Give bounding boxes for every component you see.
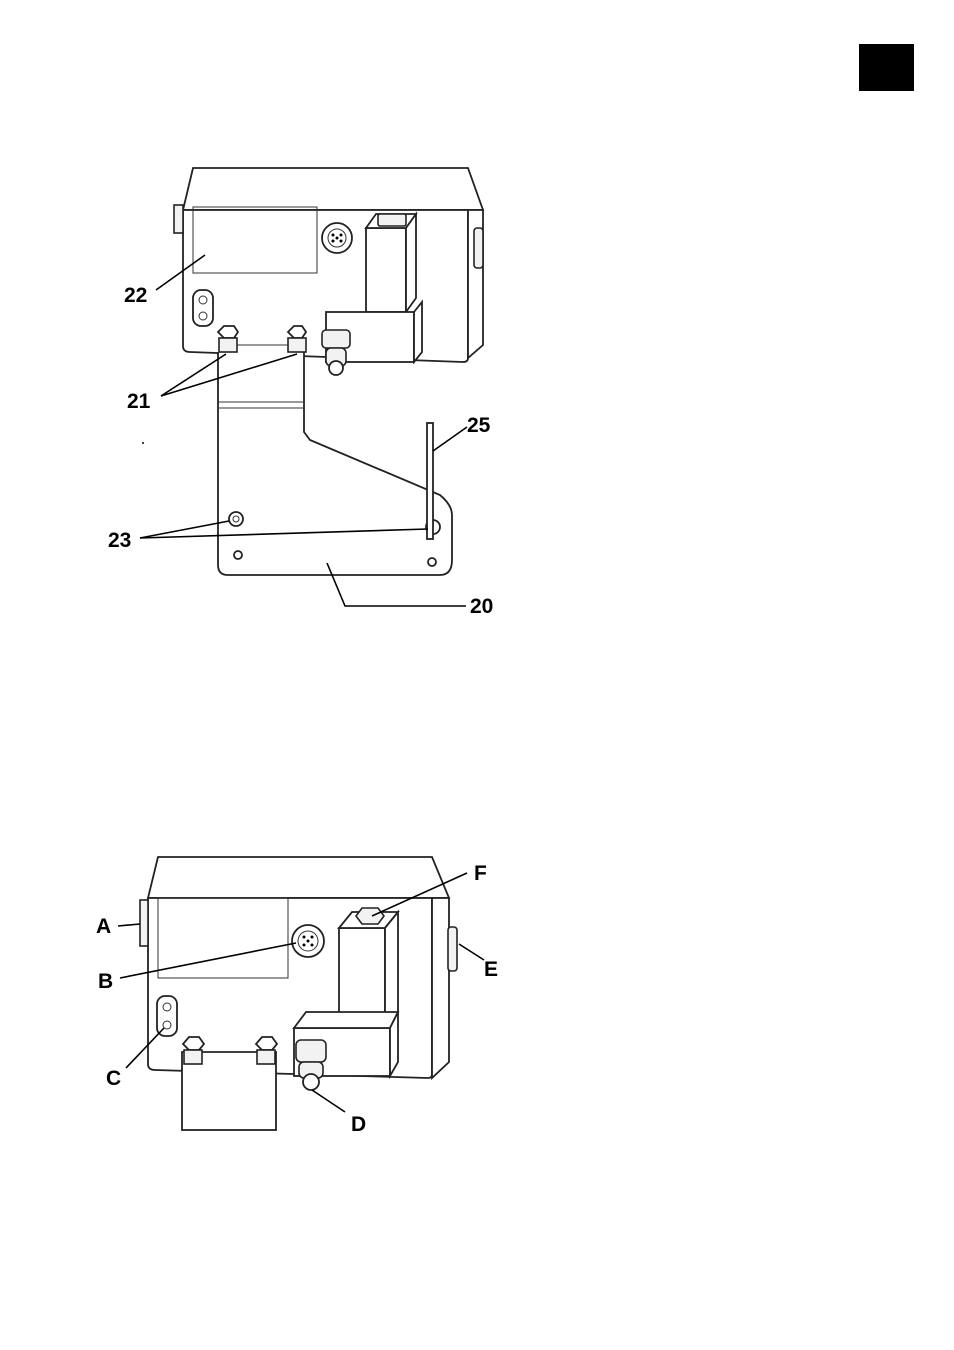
callout-d: D (351, 1113, 366, 1136)
connector-e (448, 927, 457, 971)
callout-b: B (98, 970, 113, 993)
housing-top-b (148, 857, 449, 898)
nut-right-b (256, 1037, 277, 1064)
nut-left-b (183, 1037, 204, 1064)
callout-e: E (484, 958, 498, 981)
callout-21: 21 (127, 390, 151, 413)
gland-d (296, 1040, 326, 1062)
callout-c: C (106, 1067, 121, 1090)
bottom-figure: A B C D E F (0, 850, 954, 1140)
hole-23-left (229, 512, 243, 526)
nut-right (288, 326, 306, 352)
valve-tower (366, 228, 406, 312)
nut-left (218, 326, 238, 352)
callout-20: 20 (470, 595, 493, 618)
housing-top (183, 168, 483, 210)
callout-25: 25 (467, 414, 491, 437)
power-socket (193, 290, 213, 326)
socket-c (157, 996, 177, 1036)
callout-23: 23 (108, 529, 131, 552)
switch-a (140, 900, 148, 946)
nut-f (356, 908, 384, 924)
callout-a: A (96, 915, 111, 938)
pin (427, 423, 433, 539)
page-corner-tab (859, 44, 914, 91)
top-figure: 22 21 25 23 20 (0, 150, 954, 630)
callout-f: F (474, 862, 487, 885)
side-connector (474, 228, 483, 268)
cable-gland (322, 330, 350, 348)
mounting-bracket (218, 352, 452, 575)
callout-22: 22 (124, 284, 147, 307)
side-switch (174, 205, 183, 233)
